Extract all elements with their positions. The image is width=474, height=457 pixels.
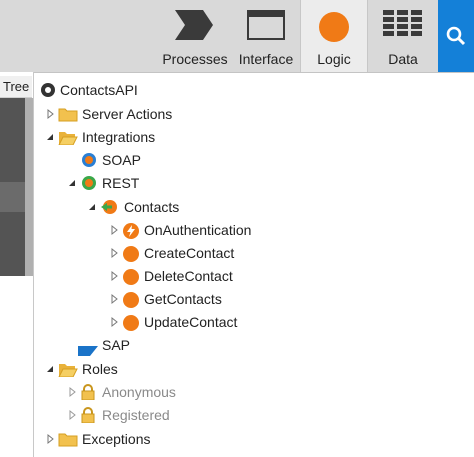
collapse-arrow-icon[interactable] [46, 126, 56, 148]
expand-arrow-icon[interactable] [68, 381, 78, 403]
tree-node-root[interactable]: ContactsAPI [38, 79, 238, 101]
expand-arrow-icon[interactable] [110, 311, 120, 333]
tree-node-sap[interactable]: SAP [78, 334, 278, 356]
folder-open-icon [58, 361, 78, 378]
search-icon [446, 26, 466, 51]
expand-arrow-icon[interactable] [110, 288, 120, 310]
tree-node-roles[interactable]: Roles [46, 358, 246, 380]
tree-node-label: Server Actions [82, 106, 173, 122]
tree-node-soap[interactable]: SOAP [80, 149, 280, 171]
tree-node-label: Registered [102, 407, 170, 423]
tree-node-label: Anonymous [102, 384, 176, 400]
tab-interface[interactable]: Interface [232, 0, 300, 72]
expand-arrow-icon[interactable] [46, 428, 56, 450]
tree-node-label: UpdateContact [144, 314, 238, 330]
expand-arrow-icon[interactable] [46, 103, 56, 125]
tab-interface-label: Interface [238, 51, 294, 67]
tree-node-label: SOAP [102, 152, 141, 168]
tree-node-exceptions[interactable]: Exceptions [46, 428, 246, 450]
folder-icon [58, 106, 78, 122]
expand-arrow-icon[interactable] [110, 265, 120, 287]
tree-node-rest[interactable]: REST [68, 172, 268, 194]
tree-node-label: GetContacts [144, 291, 222, 307]
soap-service-icon [80, 152, 98, 168]
logic-orange-circle-icon [317, 10, 351, 47]
expand-arrow-icon[interactable] [68, 404, 78, 426]
tab-data[interactable]: Data [368, 0, 438, 72]
lightning-action-icon [122, 222, 140, 239]
left-pane-scrollbar[interactable] [25, 98, 33, 276]
tree-node-method[interactable]: DeleteContact [110, 265, 330, 287]
sap-logo-icon [78, 340, 98, 356]
tree-node-method[interactable]: CreateContact [110, 242, 330, 264]
search-button[interactable] [438, 0, 474, 72]
tree-node-role[interactable]: Anonymous [68, 381, 268, 403]
tree-pane-tab[interactable]: Tree [0, 76, 32, 98]
tab-processes-label: Processes [162, 51, 228, 67]
tab-processes[interactable]: Processes [160, 0, 230, 72]
folder-icon [58, 431, 78, 447]
top-toolbar: Processes Interface Logic Data [0, 0, 474, 73]
consumed-api-icon [100, 199, 118, 215]
processes-chevron-icon [175, 10, 215, 43]
tree-node-label: CreateContact [144, 245, 235, 261]
tree-node-label: DeleteContact [144, 268, 233, 284]
folder-open-icon [58, 129, 78, 146]
expand-arrow-icon[interactable] [110, 242, 120, 264]
tree-node-label: Integrations [82, 129, 156, 145]
action-circle-icon [122, 245, 140, 262]
lock-icon [80, 407, 96, 424]
action-circle-icon [122, 291, 140, 308]
tree-node-label: OnAuthentication [144, 222, 252, 238]
left-pane: Tree [0, 72, 34, 457]
lock-icon [80, 384, 96, 401]
tree-node-integrations[interactable]: Integrations [46, 126, 246, 148]
tree-node-label: SAP [102, 337, 131, 353]
action-circle-icon [122, 314, 140, 331]
tree-node-label: Roles [82, 361, 118, 377]
logic-tree: ContactsAPI Server Actions Integrations … [34, 72, 474, 457]
collapse-arrow-icon[interactable] [68, 172, 78, 194]
collapse-arrow-icon[interactable] [88, 196, 98, 218]
tree-node-label: ContactsAPI [60, 82, 138, 98]
module-icon [40, 82, 56, 98]
tree-node-method[interactable]: OnAuthentication [110, 219, 330, 241]
data-grid-icon [383, 10, 423, 41]
expand-arrow-icon[interactable] [110, 219, 120, 241]
rest-service-icon [80, 175, 98, 191]
action-circle-icon [122, 268, 140, 285]
tree-node-label: Contacts [124, 199, 180, 215]
tree-node-method[interactable]: GetContacts [110, 288, 330, 310]
tab-data-label: Data [388, 51, 418, 67]
tab-logic-label: Logic [317, 51, 351, 67]
interface-window-icon [247, 10, 285, 43]
collapse-arrow-icon[interactable] [46, 358, 56, 380]
tree-node-contacts[interactable]: Contacts [88, 196, 288, 218]
tree-node-server-actions[interactable]: Server Actions [46, 103, 246, 125]
tree-node-label: Exceptions [82, 431, 151, 447]
preview-panel-band [0, 182, 25, 212]
tree-node-label: REST [102, 175, 140, 191]
tree-node-method[interactable]: UpdateContact [110, 311, 330, 333]
tab-logic[interactable]: Logic [300, 0, 368, 72]
tree-node-role[interactable]: Registered [68, 404, 268, 426]
